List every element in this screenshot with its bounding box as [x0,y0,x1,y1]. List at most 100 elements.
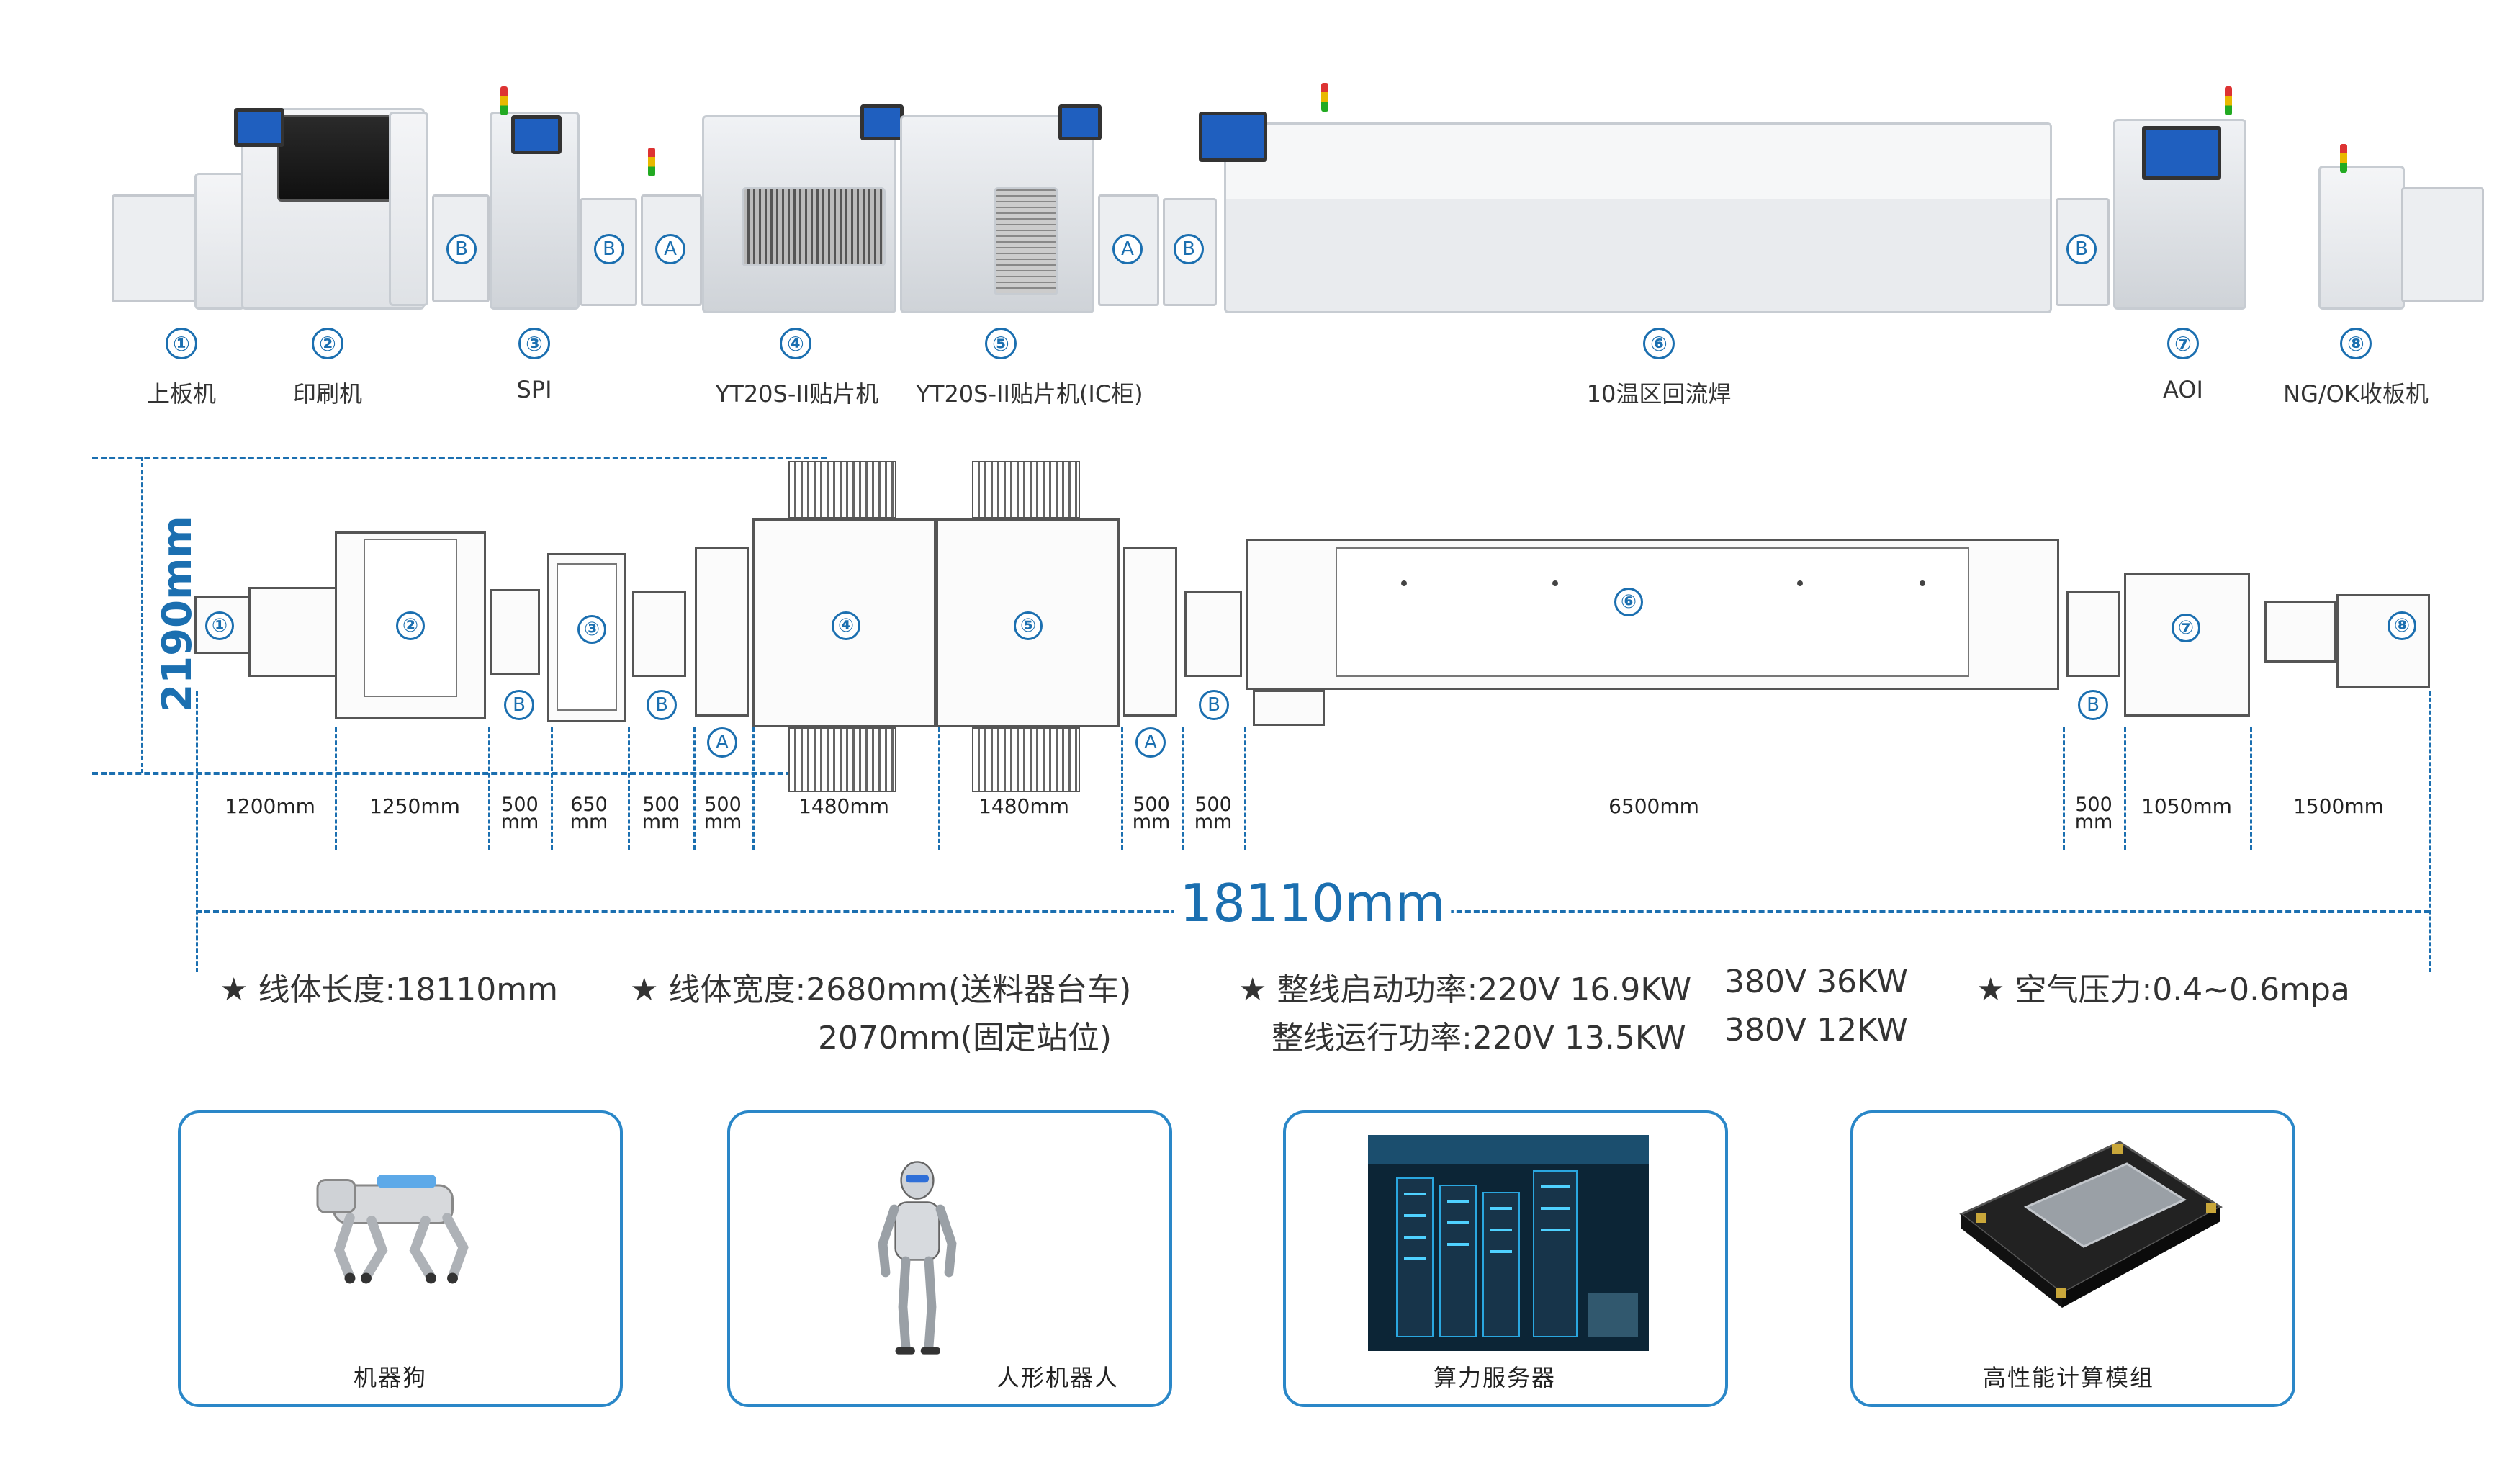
mounter-1-monitor-icon [860,104,904,140]
segment-dimension: 6500mm [1608,794,1699,818]
plan-number: ⑧ [2388,611,2416,640]
machine-label: YT20S-II贴片机(IC柜) [916,380,1143,408]
plan-reflow-inner [1336,547,1969,677]
conveyor-badge-a: A [1112,234,1143,264]
application-label: 高性能计算模组 [1983,1364,2155,1391]
conveyor-badge-a: A [655,234,685,264]
total-length: 18110mm [1174,873,1452,933]
plan-conveyor-badge-b: B [2078,690,2108,720]
plan-mounter-1-feeder-bottom [788,727,896,792]
plan-conveyor-badge-b: B [647,690,677,720]
spi-monitor-icon [511,115,562,154]
plan-number: ⑥ [1614,588,1643,616]
machine-number: ⑥ [1643,328,1675,359]
mounter-2-ic-cabinet [994,187,1058,295]
machine-label: AOI [2163,376,2203,403]
segment-dimension: 1480mm [798,794,889,818]
loader-body [194,173,245,310]
dim-separator [335,727,337,850]
plan-number: ③ [577,615,606,644]
unloader-rack [2401,187,2484,302]
machine-number: ① [166,328,197,359]
application-card-robot-dog: 机器狗 [178,1110,623,1407]
conveyor-badge-b: B [446,234,477,264]
plan-conveyor-b [490,589,540,675]
plan-unloader [2264,601,2336,663]
application-label: 机器狗 [354,1364,428,1391]
conveyor-a-2 [1098,194,1159,306]
conveyor-signal-lamp-icon [648,148,655,176]
dim-separator [1244,727,1246,850]
dim-separator [2429,691,2431,972]
plan-reflow-dot [1552,580,1558,586]
aoi-monitor-icon [2142,126,2221,180]
plan-number: ⑤ [1014,611,1043,640]
application-card-servers: 算力服务器 [1283,1110,1728,1407]
printer-monitor-icon [234,108,284,147]
dim-separator [628,727,630,850]
spec-air-pressure: ★ 空气压力:0.4~0.6mpa [1976,971,2350,1008]
plan-conveyor-badge-b: B [504,690,534,720]
segment-dimension: 1050mm [2141,794,2232,818]
dim-separator [2250,727,2252,850]
height-dim-line [141,457,143,773]
machine-number: ② [312,328,343,359]
segment-dimension: 1500mm [2293,794,2384,818]
loader-machine [112,194,198,302]
plan-conveyor-badge-a: A [707,727,737,758]
dim-separator [2124,727,2126,850]
application-card-compute-module: 高性能计算模组 [1850,1110,2295,1407]
spec-run-power: 整线运行功率:220V 13.5KW [1272,1020,1686,1056]
height-dim-top-line [92,457,827,459]
machine-number: ⑤ [985,328,1017,359]
plan-conveyor-b [1184,591,1242,677]
plan-conveyor-a [1123,547,1177,717]
reflow-monitor-icon [1199,112,1267,162]
spec-start-power: ★ 整线启动功率:220V 16.9KW [1238,971,1692,1008]
dim-separator [938,727,940,850]
mounter-1-feeders [742,187,886,266]
plan-conveyor-badge-a: A [1135,727,1166,758]
plan-number: ① [205,611,234,640]
dim-separator [551,727,553,850]
machine-number: ③ [518,328,550,359]
compute-module-icon [1959,1141,2223,1308]
application-label: 人形机器人 [996,1364,1120,1391]
conveyor-badge-b: B [1174,234,1204,264]
server-room-icon [1368,1135,1649,1351]
segment-dimension: 1200mm [225,794,315,818]
plan-aoi [2124,573,2250,717]
machine-number: ⑦ [2167,328,2199,359]
conveyor-badge-b: B [2066,234,2097,264]
plan-number: ④ [832,611,860,640]
plan-conveyor-badge-b: B [1199,690,1229,720]
plan-loader-body [248,587,342,677]
spec-width: ★ 线体宽度:2680mm(送料器台车) [630,971,1132,1008]
segment-dimension: 1480mm [978,794,1069,818]
dim-separator [1121,727,1123,850]
machine-label: SPI [516,376,552,403]
dim-separator [752,727,755,850]
humanoid-robot-icon [878,1161,957,1355]
plan-unloader-rack [2336,594,2430,688]
reflow-oven [1224,122,2052,313]
machine-label: 10温区回流焊 [1586,380,1732,408]
machine-label: 印刷机 [292,380,363,408]
plan-number: ⑦ [2172,614,2200,642]
machine-number: ⑧ [2340,328,2372,359]
conveyor-b-3 [1163,198,1217,306]
plan-number: ② [396,611,425,640]
machine-number: ④ [780,328,811,359]
dim-separator [693,727,696,850]
spi-signal-lamp-icon [500,86,508,115]
mounter-2-monitor-icon [1058,104,1102,140]
machine-label: 上板机 [146,380,217,408]
plan-reflow-cabinet [1253,690,1325,726]
dim-separator [196,691,198,972]
aoi-signal-lamp-icon [2225,86,2232,115]
